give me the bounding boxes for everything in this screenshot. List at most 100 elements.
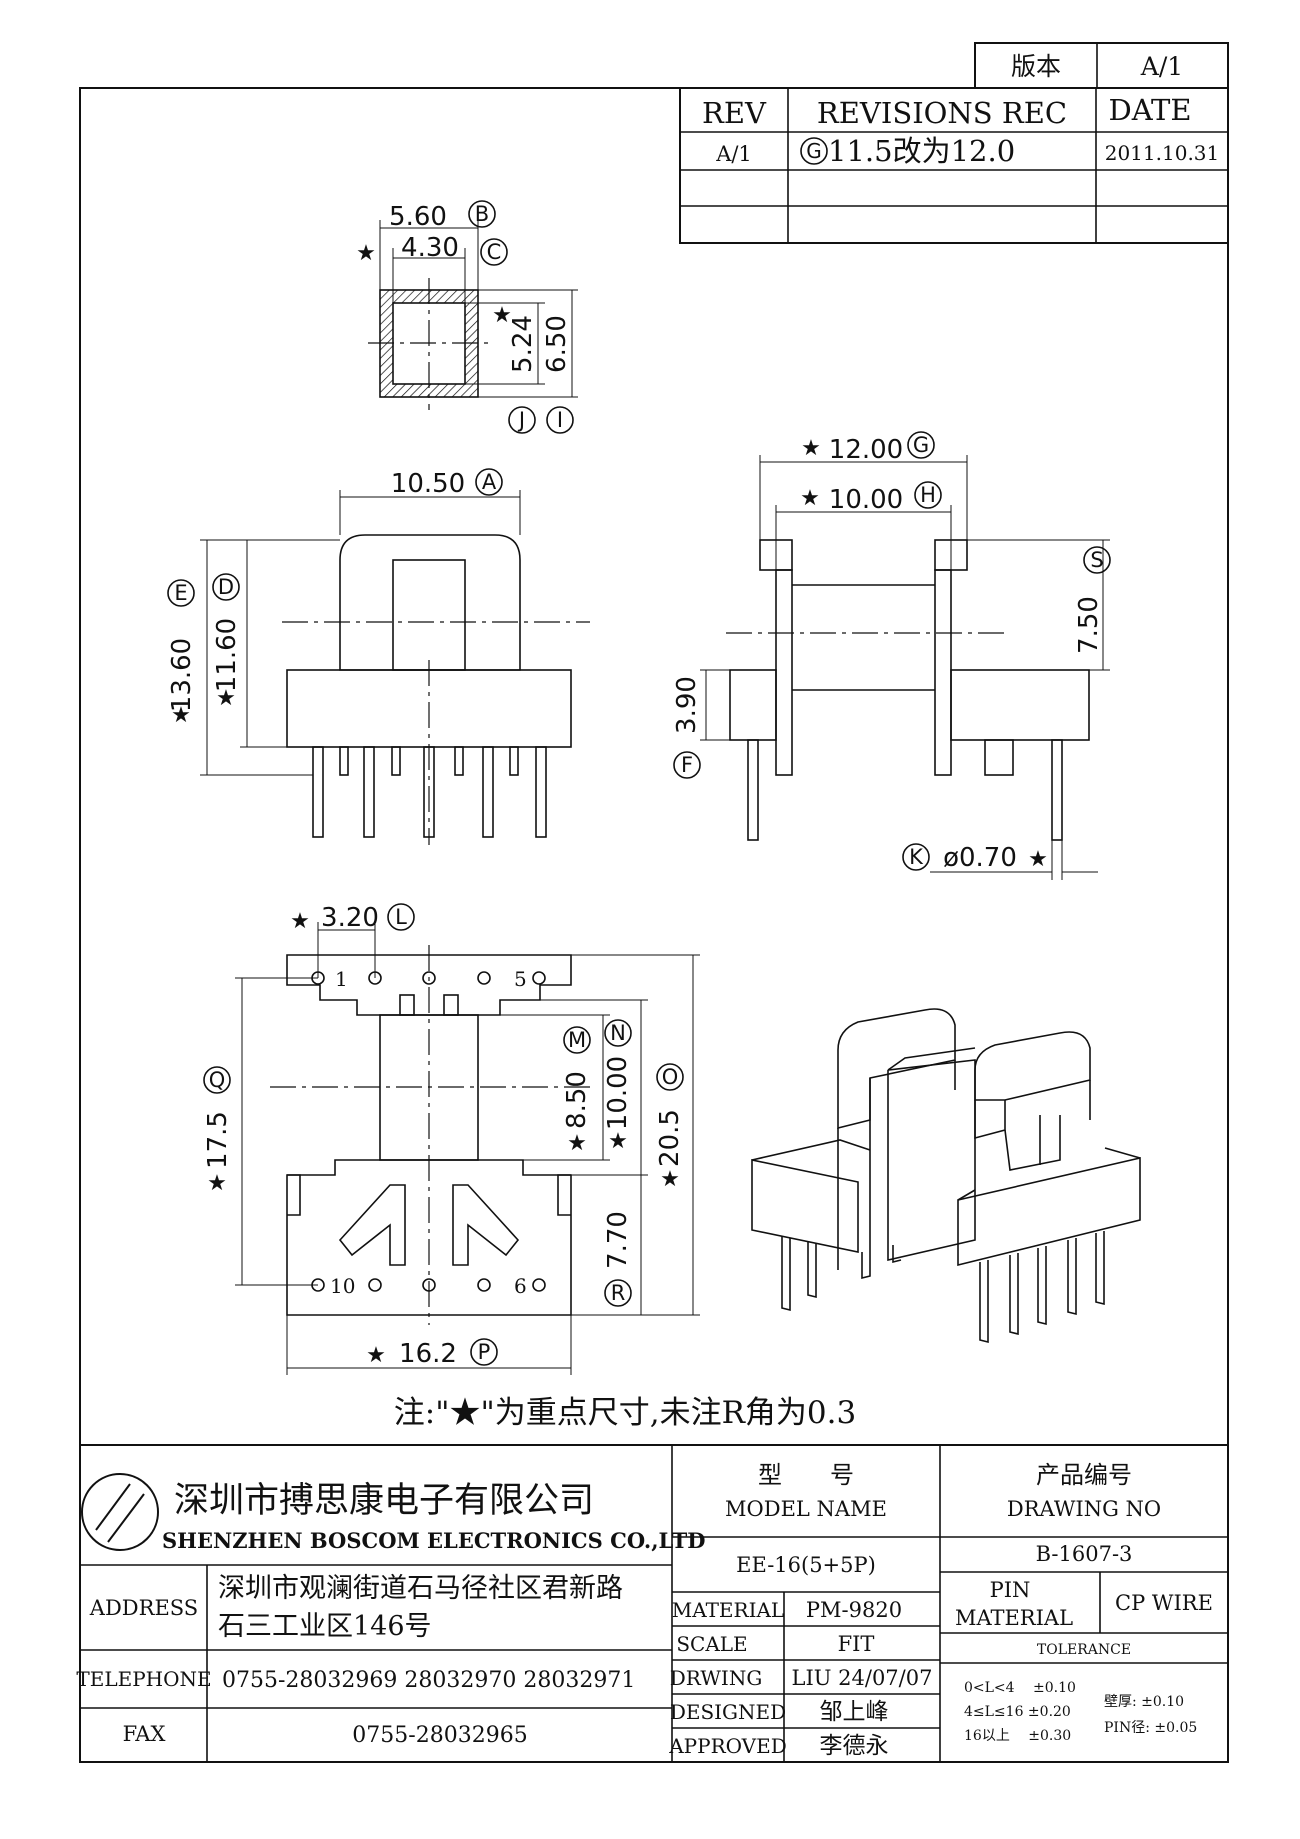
dim-h-value: 10.00: [829, 485, 903, 515]
star-524: ★: [492, 303, 512, 328]
star-m: ★: [567, 1131, 587, 1156]
company-name-en: SHENZHEN BOSCOM ELECTRONICS CO.,LTD: [162, 1528, 705, 1553]
dim-l-value: 3.20: [321, 903, 379, 933]
company-logo-icon: [81, 1473, 159, 1551]
model-value: EE-16(5+5P): [736, 1553, 876, 1577]
model-label-en: MODEL NAME: [725, 1497, 887, 1521]
revisions-rec-header: REVISIONS REC: [817, 96, 1067, 130]
mark-r: R: [611, 1281, 626, 1305]
approved-label: APPROVED: [668, 1734, 787, 1758]
pin-6-label: 6: [514, 1274, 527, 1298]
star-q: ★: [207, 1171, 227, 1196]
pin-material-value: CP WIRE: [1115, 1591, 1213, 1615]
fax-value: 0755-28032965: [352, 1723, 527, 1748]
pin-5-label: 5: [514, 967, 527, 991]
star-h: ★: [800, 486, 820, 511]
dim-k-value: ø0.70: [943, 843, 1017, 873]
star-n: ★: [608, 1129, 628, 1154]
telephone-value: 0755-28032969 28032970 28032971: [222, 1668, 635, 1693]
mark-n: N: [610, 1021, 626, 1045]
bottom-view: 1 5 10 6 ★ 3.20 L Q 17.5 ★ M 8.50 ★: [203, 903, 700, 1375]
scale-label: SCALE: [676, 1632, 747, 1656]
mark-h: H: [920, 483, 936, 507]
mark-p: P: [478, 1340, 491, 1364]
star-k: ★: [1028, 847, 1048, 872]
company-name-cn: 深圳市搏思康电子有限公司: [174, 1481, 594, 1521]
rev-row-1-rev: A/1: [715, 142, 752, 166]
material-label: MATERIAL: [672, 1598, 784, 1622]
pin-tolerance: PIN径: ±0.05: [1104, 1720, 1197, 1736]
version-label: 版本: [1011, 52, 1061, 81]
telephone-label: TELEPHONE: [76, 1667, 211, 1691]
front-view: 10.50 A E 13.60 ★ D 11.60 ★: [167, 468, 590, 845]
mark-c: C: [487, 240, 502, 264]
tolerance-label: TOLERANCE: [1037, 1642, 1131, 1658]
rev-row-1-mark: G: [806, 139, 822, 163]
dim-650-value: 6.50: [542, 315, 572, 373]
dim-524-value: 5.24: [508, 315, 538, 373]
drwing-label: DRWING: [670, 1666, 763, 1690]
designed-value: 邹上峰: [820, 1699, 889, 1725]
fax-label: FAX: [123, 1722, 166, 1746]
tolerance-row-3: 16以上 ±0.30: [964, 1728, 1071, 1744]
drawing-no-value: B-1607-3: [1036, 1542, 1133, 1566]
designed-label: DESIGNED: [670, 1700, 786, 1724]
scale-value: FIT: [838, 1632, 875, 1656]
mark-o: O: [662, 1065, 679, 1089]
dim-e-value: 13.60: [167, 638, 197, 712]
mark-f: F: [681, 753, 693, 777]
mark-j: J: [517, 408, 525, 432]
address-line-2: 石三工业区146号: [218, 1611, 432, 1642]
star-c: ★: [356, 241, 376, 266]
dim-g-value: 12.00: [829, 435, 903, 465]
star-o: ★: [660, 1167, 680, 1192]
revision-table: REV REVISIONS REC DATE A/1 G 11.5改为12.0 …: [679, 87, 1229, 244]
star-d: ★: [216, 686, 236, 711]
dim-s-value: 7.50: [1074, 596, 1104, 654]
mark-m: M: [568, 1028, 586, 1052]
material-value: PM-9820: [806, 1598, 902, 1622]
version-box: 版本 A/1: [974, 42, 1229, 89]
star-p: ★: [366, 1343, 386, 1368]
title-block: 深圳市搏思康电子有限公司 SHENZHEN BOSCOM ELECTRONICS…: [76, 1444, 1228, 1762]
tolerance-row-2: 4≤L≤16 ±0.20: [964, 1704, 1071, 1720]
rev-header: REV: [702, 96, 767, 130]
dim-m-value: 8.50: [562, 1071, 592, 1129]
model-label-cn: 型 号: [758, 1461, 854, 1489]
star-l: ★: [290, 909, 310, 934]
address-label: ADDRESS: [89, 1596, 198, 1620]
tolerance-row-1: 0<L<4 ±0.10: [964, 1680, 1076, 1696]
dim-a-value: 10.50: [391, 469, 465, 499]
address-line-1: 深圳市观澜街道石马径社区君新路: [218, 1573, 623, 1604]
wall-tolerance: 壁厚: ±0.10: [1104, 1694, 1184, 1710]
mark-s: S: [1090, 548, 1103, 572]
pin-material-label-1: PIN: [990, 1578, 1031, 1602]
pin-1-label: 1: [335, 967, 348, 991]
dim-f-value: 3.90: [672, 676, 702, 734]
dim-p-value: 16.2: [399, 1339, 457, 1369]
mark-l: L: [395, 905, 407, 929]
drawing-note: 注:"★"为重点尺寸,未注R角为0.3: [394, 1395, 856, 1431]
version-value: A/1: [1140, 52, 1183, 81]
mark-b: B: [475, 202, 489, 226]
dim-o-value: 20.5: [655, 1109, 685, 1167]
dim-r-value: 7.70: [603, 1211, 633, 1269]
mark-q: Q: [209, 1068, 226, 1092]
dim-n-value: 10.00: [603, 1056, 633, 1130]
rev-row-1-date: 2011.10.31: [1105, 141, 1220, 165]
side-view: ★ 12.00 G ★ 10.00 H S 7.50 3.90 F K ø0.7…: [672, 431, 1111, 880]
mark-a: A: [482, 470, 497, 494]
mark-d: D: [218, 575, 234, 599]
mark-g: G: [913, 433, 929, 457]
star-g: ★: [801, 436, 821, 461]
drawing-no-label-en: DRAWING NO: [1007, 1497, 1161, 1521]
mark-i: I: [557, 408, 563, 432]
pin-10-label: 10: [330, 1274, 355, 1298]
mark-k: K: [909, 845, 924, 869]
date-header: DATE: [1108, 93, 1191, 127]
sheet-border: [79, 87, 1229, 1763]
top-view: 5.60 B ★ 4.30 C ★ 5.24 6.50 J I: [356, 200, 578, 434]
drwing-value: LIU 24/07/07: [792, 1666, 933, 1690]
rev-row-1-text: 11.5改为12.0: [828, 134, 1015, 168]
pin-material-label-2: MATERIAL: [955, 1606, 1073, 1630]
